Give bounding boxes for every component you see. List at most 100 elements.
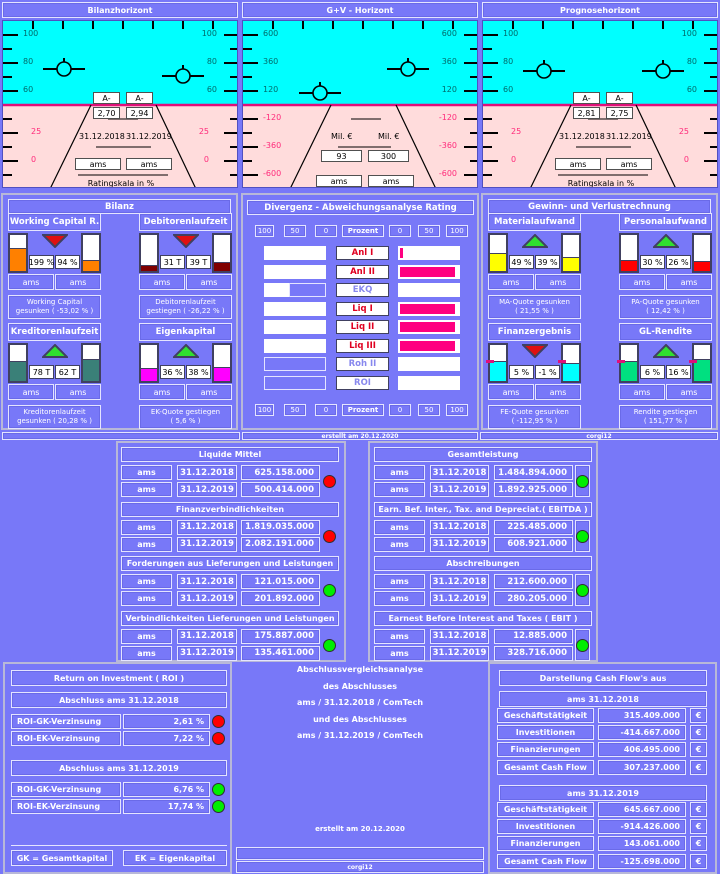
scale-label-top: 360: [263, 57, 279, 66]
value-cell: 1.892.925.000: [494, 482, 573, 497]
bar-fill: [10, 247, 26, 271]
bar-2018: [488, 343, 508, 383]
scale-label-bottom: -120: [438, 113, 457, 122]
rating-label-anl-i[interactable]: Anl I: [336, 246, 389, 260]
cashflow-value: 645.667.000: [598, 802, 686, 817]
unit-2019: Mil. €: [378, 132, 400, 141]
value-cell: 2.082.191.000: [241, 536, 320, 552]
description-line: gesunken ( -53,02 % ): [15, 307, 94, 315]
bar-fill: [621, 361, 637, 381]
scale-label: 50: [284, 404, 306, 416]
company-2019: ams: [606, 158, 652, 170]
cashflow-label: Geschäftstätigkeit: [497, 708, 594, 723]
rating-label-anl-ii[interactable]: Anl II: [336, 264, 389, 279]
scale-label-top: 100: [201, 29, 217, 38]
rating-label-roh-ii[interactable]: Roh II: [336, 357, 389, 371]
value-2018: 93: [321, 150, 362, 162]
date-cell: 31.12.2019: [430, 536, 489, 552]
scale-label-top: 80: [503, 57, 514, 66]
rating-label-ekq[interactable]: EKQ: [336, 283, 389, 297]
group-title: Verbindlichkeiten Lieferungen und Leistu…: [121, 610, 339, 626]
summary-created: erstellt am 20.12.2020: [315, 825, 405, 833]
scale-label-top: 100: [503, 29, 519, 38]
guv-panel-title: Gewinn- und Verlustrechnung: [488, 199, 711, 214]
company-cell: ams: [374, 482, 425, 497]
status-indicator-green: [576, 638, 589, 652]
bar-2018: [619, 343, 639, 383]
widget-description: PA-Quote gesunken( 12,42 % ): [619, 295, 712, 319]
value-2018: 78 T: [29, 365, 54, 379]
value-2019: 62 T: [55, 365, 80, 379]
widget-title: Personalaufwand: [619, 213, 712, 231]
left-bar: [264, 246, 326, 260]
bar-fill: [10, 361, 26, 381]
trend-up-icon: [653, 234, 679, 248]
bar-fill: [490, 361, 506, 381]
cashflow-title: Darstellung Cash Flow's aus: [499, 670, 707, 686]
widget-title: Debitorenlaufzeit: [139, 213, 232, 231]
summary-line: ams / 31.12.2018 / ComTech: [296, 698, 424, 707]
attitude-indicator-2018-icon: [43, 58, 85, 77]
widget-title: GL-Rendite: [619, 323, 712, 341]
value-2018: 6 %: [640, 365, 665, 379]
roi-row-value: 17,74 %: [123, 798, 210, 814]
cashflow-heading: ams 31.12.2018: [499, 691, 707, 707]
bar-fill: [563, 256, 579, 271]
rating-2019: A-: [606, 92, 633, 104]
description-line: Working Capital: [26, 298, 83, 306]
cashflow-label: Investitionen: [497, 819, 594, 835]
legend-ek: EK = Eigenkapital: [123, 850, 227, 866]
widget-description: MA-Quote gesunken( 21,55 % ): [488, 295, 581, 319]
plane-body: [536, 63, 552, 79]
company-2018: ams: [555, 158, 601, 170]
plane-body: [56, 61, 72, 77]
rating-label-liq-iii[interactable]: Liq III: [336, 338, 389, 353]
rating-label-roi[interactable]: ROI: [336, 375, 389, 390]
description-line: ( 5,6 % ): [170, 417, 201, 425]
company-2018: ams: [619, 384, 665, 400]
attitude-indicator-2019-icon: [387, 58, 429, 77]
scale-label-top: 100: [681, 29, 697, 38]
description-line: ( 21,55 % ): [515, 307, 554, 315]
company-2018: ams: [139, 384, 185, 400]
value-2018: 36 %: [160, 365, 185, 379]
right-bar: [398, 301, 460, 316]
bar-2019: [561, 233, 581, 273]
description-line: ( -112,95 % ): [511, 417, 558, 425]
bar-fill: [214, 262, 230, 271]
company-2019: ams: [55, 384, 101, 400]
bar-fill: [621, 260, 637, 271]
divider: [11, 845, 227, 846]
cashflow-label: Investitionen: [497, 725, 594, 741]
summary-line: des Abschlusses: [323, 681, 397, 691]
value-2019: -1 %: [535, 365, 560, 379]
description-line: Debitorenlaufzeit: [155, 298, 216, 306]
rating-label-liq-ii[interactable]: Liq II: [336, 320, 389, 334]
status-indicator-red: [212, 715, 225, 728]
right-bar-fill: [400, 248, 403, 258]
trend-down-icon: [42, 234, 68, 248]
status-indicator-green: [323, 584, 336, 597]
perspective-line-right: [155, 104, 196, 187]
trend-down-icon: [173, 234, 199, 248]
scale-label-bottom: 0: [203, 155, 209, 164]
right-bar: [398, 283, 460, 297]
value-2018: 199 %: [29, 255, 54, 269]
perspective-line-left: [50, 104, 92, 187]
company-cell: ams: [121, 482, 172, 497]
strip-created: erstellt am 20.12.2020: [242, 432, 478, 440]
date-2019: 31.12.2019: [606, 132, 652, 141]
date-cell: 31.12.2019: [177, 645, 237, 661]
date-cell: 31.12.2018: [430, 628, 489, 644]
rating-label-liq-i[interactable]: Liq I: [336, 301, 389, 316]
cashflow-value: -125.698.000: [598, 853, 686, 869]
description-line: Rendite gestiegen: [633, 408, 698, 416]
cashflow-value: 315.409.000: [598, 708, 686, 723]
company-2019: ams: [126, 158, 172, 170]
date-2018: 31.12.2018: [559, 132, 605, 141]
value-cell: 12.885.000: [494, 628, 573, 644]
